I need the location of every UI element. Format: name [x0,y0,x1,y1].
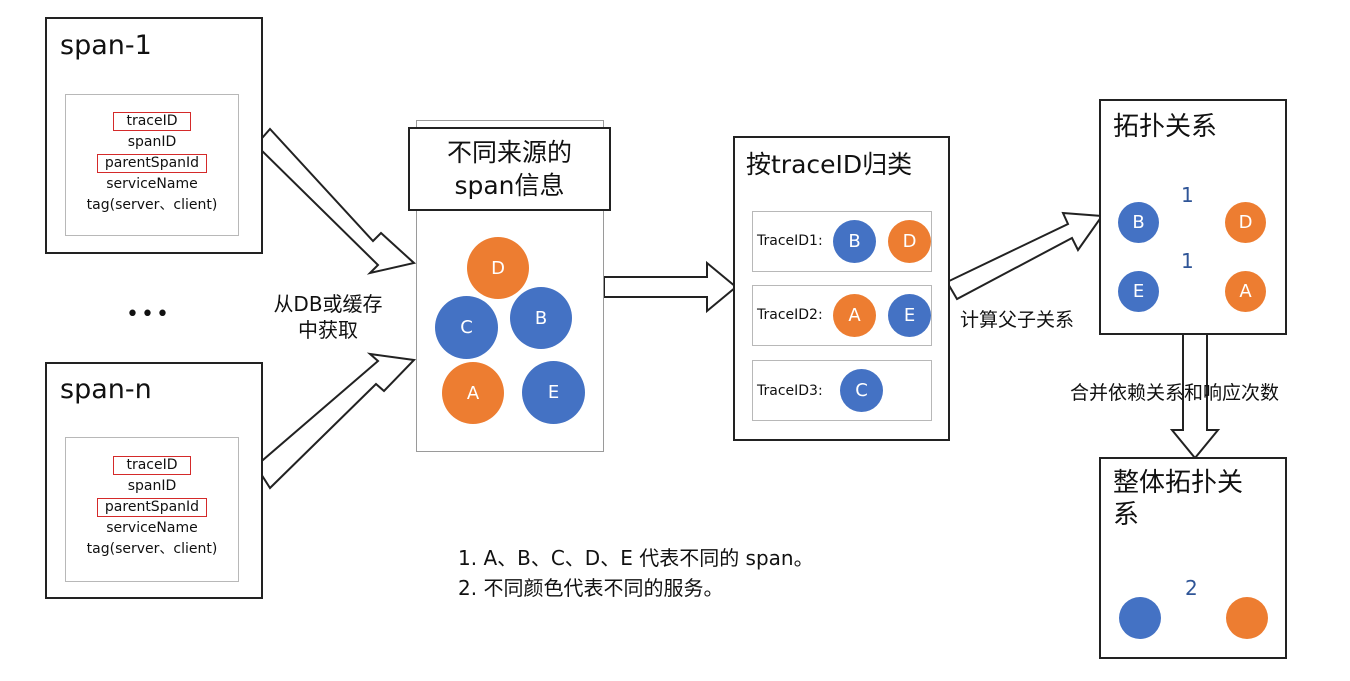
span-id-field: spanID [127,134,177,150]
overall-title-line1: 整体拓扑关 [1113,468,1244,498]
trace-row-label: TraceID1: [757,233,823,249]
arrow-sources-to-group [603,260,738,314]
span-circle-a: A [1225,271,1266,312]
arrow-spann-to-sources [254,352,417,490]
service-circle-orange [1226,597,1268,639]
trace-row-label: TraceID2: [757,307,823,323]
trace-row-2: TraceID2: A E [752,285,932,346]
span-circle-b: B [510,287,572,349]
overall-title: 整体拓扑关 系 [1113,467,1243,531]
span-circle-c: C [435,296,498,359]
span-1-fields: traceID spanID parentSpanId serviceName … [66,111,238,216]
span-n-title: span-n [60,374,152,405]
span-1-fields-panel: traceID spanID parentSpanId serviceName … [65,94,239,236]
trace-id-field: traceID [113,456,191,475]
span-circle-d: D [467,237,529,299]
legend-notes: 1. A、B、C、D、E 代表不同的 span。 2. 不同颜色代表不同的服务。 [458,543,814,603]
span-n-fields-panel: traceID spanID parentSpanId serviceName … [65,437,239,582]
parent-span-id-field: parentSpanId [97,498,207,517]
span-circle-e: E [522,361,585,424]
note-line: 1. A、B、C、D、E 代表不同的 span。 [458,546,814,570]
service-name-field: serviceName [106,520,198,536]
edge-count: 1 [1181,183,1194,207]
compute-label: 计算父子关系 [960,309,1075,331]
arrow-topology-to-overall [1169,333,1221,460]
sources-title-box: 不同来源的 span信息 [408,127,611,211]
span-1-box: span-1 traceID spanID parentSpanId servi… [45,17,263,254]
span-n-box: span-n traceID spanID parentSpanId servi… [45,362,263,599]
span-circle-d: D [1225,202,1266,243]
span-1-title: span-1 [60,30,152,61]
overall-title-line2: 系 [1113,500,1140,530]
fetch-label: 从DB或缓存 中获取 [270,291,386,343]
trace-row-3: TraceID3: C [752,360,932,421]
arrow-group-to-topology [945,211,1104,301]
service-circle-blue [1119,597,1161,639]
span-circle-b: B [1118,202,1159,243]
trace-row-1: TraceID1: B D [752,211,932,272]
service-name-field: serviceName [106,176,198,192]
fetch-label-line2: 中获取 [298,318,358,342]
span-circle-a: A [833,294,876,337]
arrow-span1-to-sources [254,127,417,275]
trace-id-field: traceID [113,112,191,131]
note-line: 2. 不同颜色代表不同的服务。 [458,576,724,600]
sources-title-line2: span信息 [454,171,565,200]
ellipsis: ••• [126,302,171,327]
span-circle-b: B [833,220,876,263]
span-circle-a: A [442,362,504,424]
sources-title: 不同来源的 span信息 [410,136,609,202]
edge-count: 2 [1185,576,1198,600]
trace-row-label: TraceID3: [757,383,823,399]
tag-field: tag(server、client) [86,541,218,557]
span-id-field: spanID [127,478,177,494]
span-circle-e: E [1118,271,1159,312]
sources-title-line1: 不同来源的 [446,138,572,167]
parent-span-id-field: parentSpanId [97,154,207,173]
group-title: 按traceID归类 [746,150,913,179]
span-circle-e: E [888,294,931,337]
span-circle-d: D [888,220,931,263]
topology-title: 拓扑关系 [1113,112,1218,142]
fetch-label-line1: 从DB或缓存 [273,292,383,316]
span-n-fields: traceID spanID parentSpanId serviceName … [66,455,238,560]
span-circle-c: C [840,369,883,412]
edge-count: 1 [1181,249,1194,273]
tag-field: tag(server、client) [86,197,218,213]
merge-label: 合并依赖关系和响应次数 [1070,382,1280,404]
